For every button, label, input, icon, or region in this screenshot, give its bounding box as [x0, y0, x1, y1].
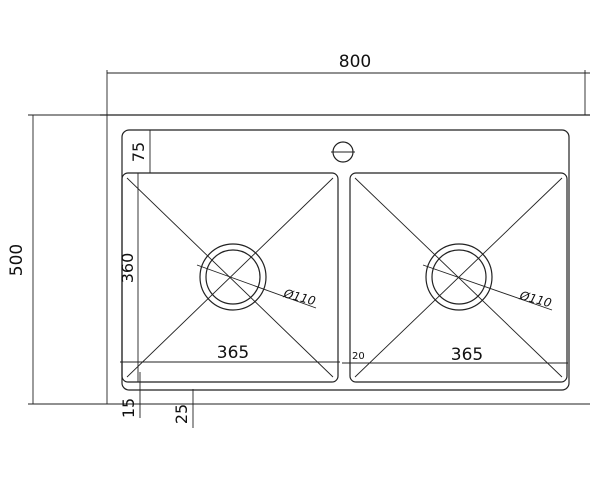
right-drain — [425, 243, 493, 311]
back-deck-dimension: 75 — [129, 130, 151, 173]
depth-label: 500 — [7, 244, 27, 276]
faucet-hole — [331, 141, 355, 163]
width-dimension: 800 — [106, 52, 590, 404]
left-bowl-width-label: 365 — [217, 343, 249, 363]
right-drain-label: Ø110 — [517, 288, 553, 310]
depth-dimension: 500 — [7, 114, 590, 405]
divider-label: 20 — [352, 351, 365, 362]
left-bowl-width-dimension: 365 — [120, 343, 340, 363]
bowl-depth-label: 360 — [118, 253, 137, 284]
front-edge-label: 15 — [119, 398, 138, 418]
divider-dimension: 20 — [342, 351, 375, 364]
left-drain-label: Ø110 — [281, 286, 317, 308]
sink-deck — [121, 129, 570, 391]
bowl-depth-dimension: 360 — [118, 173, 139, 382]
right-bowl-width-label: 365 — [451, 345, 483, 365]
front-offset-dimension: 25 — [172, 389, 194, 428]
back-deck-label: 75 — [129, 142, 148, 162]
left-drain — [199, 243, 267, 311]
width-label: 800 — [339, 52, 371, 72]
right-bowl-width-dimension: 365 — [350, 345, 568, 365]
front-offset-label: 25 — [172, 404, 191, 424]
front-edge-dimension: 15 — [119, 372, 141, 418]
